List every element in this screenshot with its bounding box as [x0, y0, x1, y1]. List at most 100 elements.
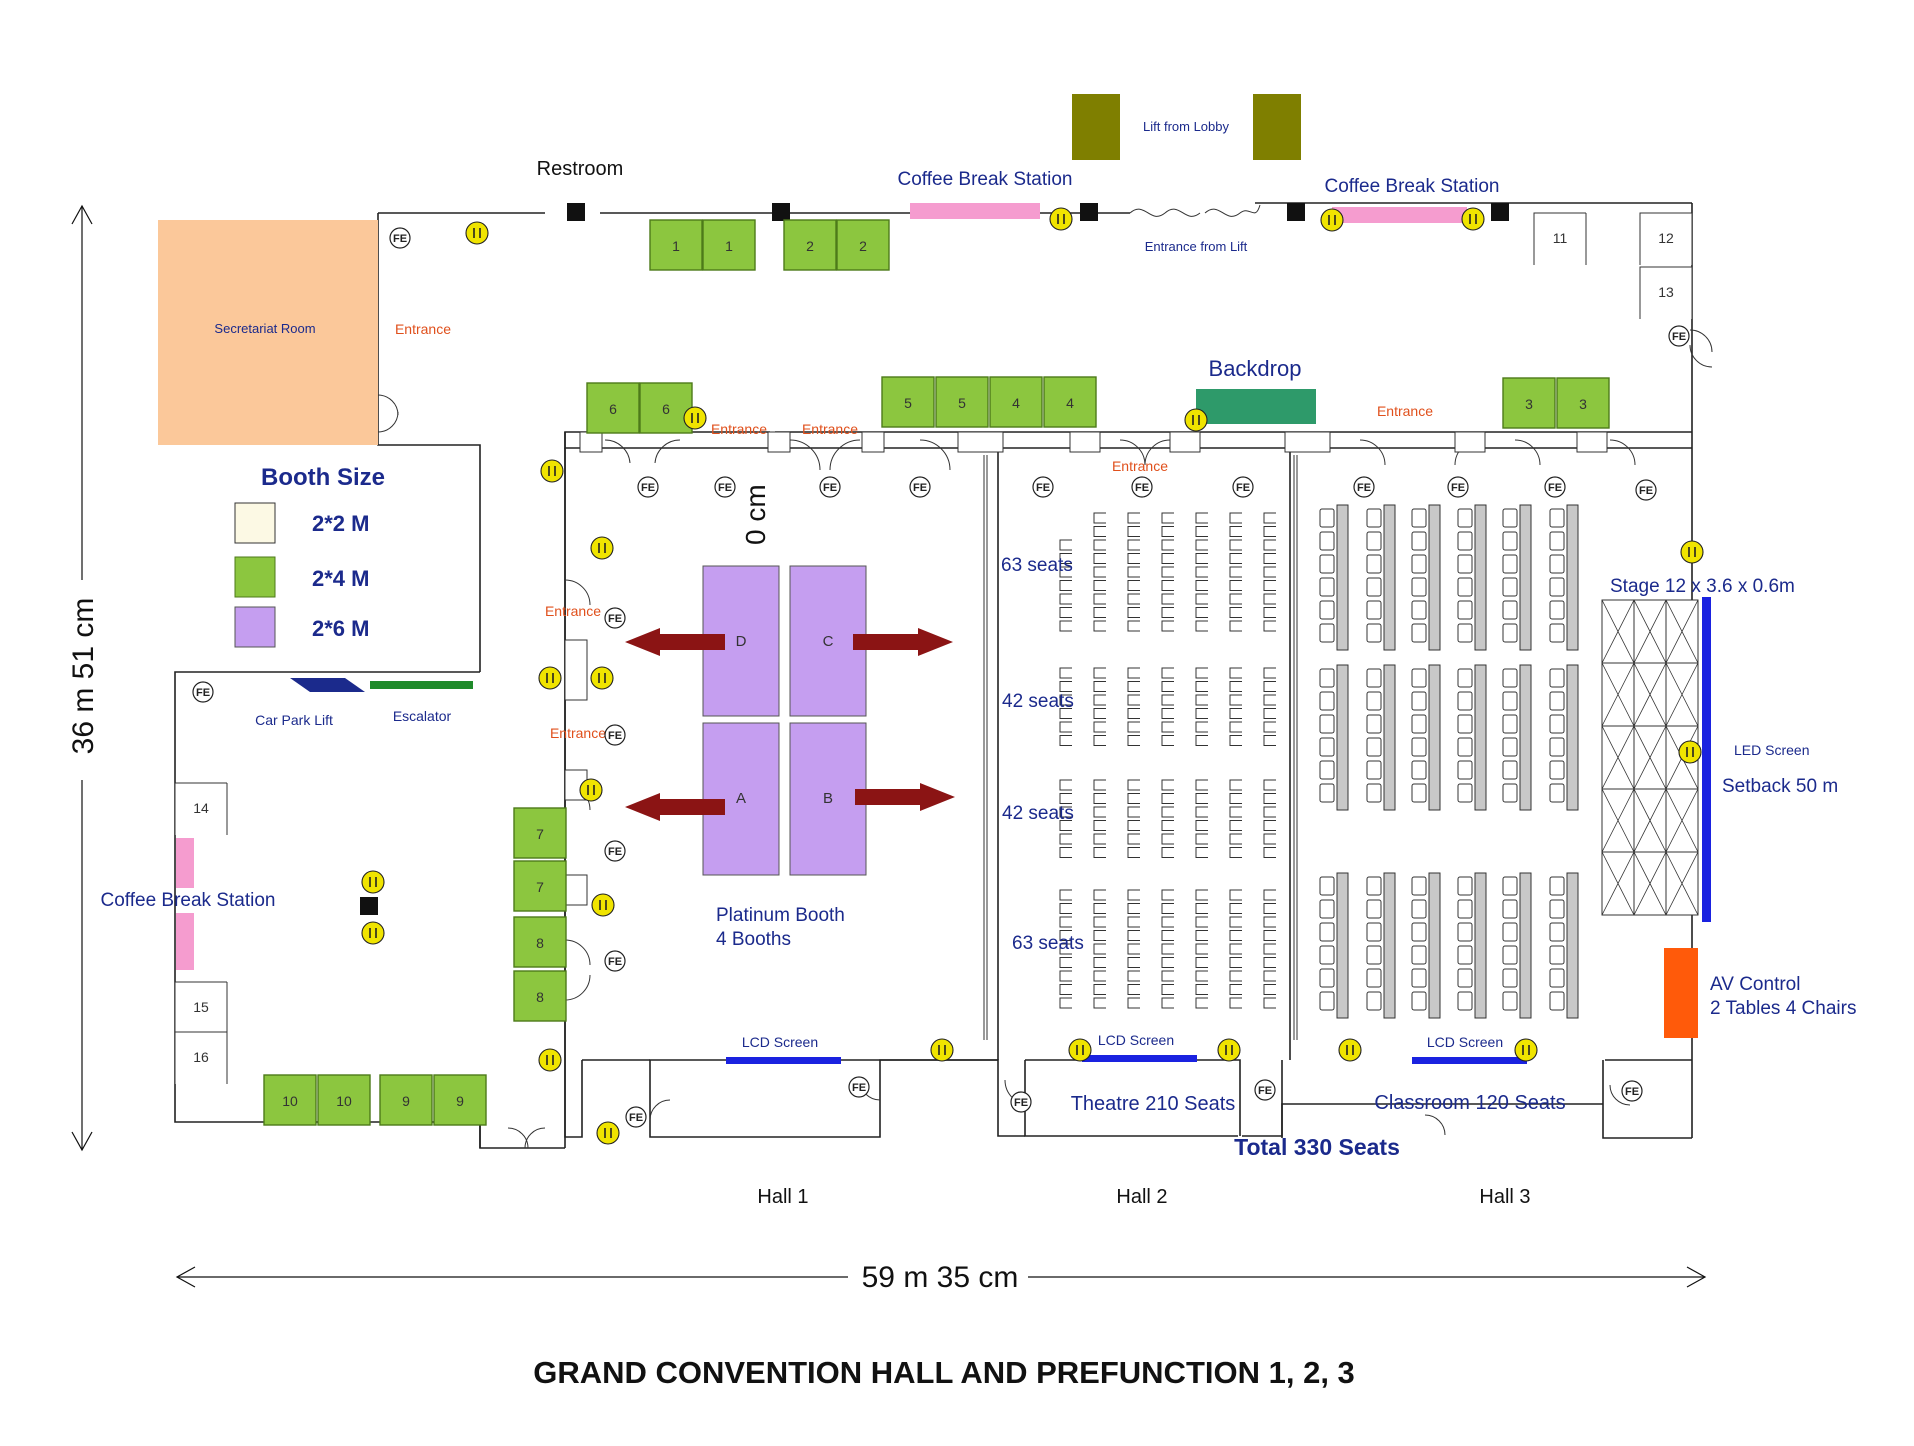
classroom-chair: [1502, 600, 1518, 620]
classroom-chair: [1366, 668, 1382, 688]
fire-extinguisher-label: FE: [1135, 482, 1149, 494]
theatre-seat: [1093, 793, 1106, 804]
lift-left: [1072, 94, 1120, 160]
theatre-seat: [1093, 957, 1106, 968]
classroom-chair: [1502, 531, 1518, 551]
theatre-seat: [1161, 779, 1174, 791]
theatre-seat: [1263, 779, 1276, 791]
classroom-chair: [1411, 668, 1427, 688]
power-outlet-icon: [1461, 207, 1485, 231]
classroom-chair: [1549, 991, 1565, 1011]
theatre-seat: [1229, 526, 1242, 537]
theatre-seat: [1059, 943, 1072, 955]
classroom-chair: [1319, 760, 1335, 780]
theatre-seat: [1127, 916, 1140, 928]
booth-number: 5: [958, 395, 966, 411]
coffee-station-top-2: [1332, 207, 1467, 223]
theatre-seat: [1229, 970, 1242, 982]
classroom-table: [1519, 664, 1532, 811]
power-outlet-icon: [930, 1038, 954, 1062]
theatre-seat: [1093, 512, 1106, 524]
theatre-seat: [1161, 903, 1174, 914]
theatre-seat: [1263, 620, 1276, 632]
booth-number: 3: [1579, 396, 1587, 412]
lcd-screen-hall1: [726, 1057, 841, 1064]
theatre-seat: [1127, 566, 1140, 578]
classroom-chair: [1549, 531, 1565, 551]
classroom-chair: [1549, 783, 1565, 803]
platinum-booths: D C A B: [702, 565, 867, 876]
fire-extinguisher-label: FE: [1357, 482, 1371, 494]
led-screen-label: LED Screen: [1734, 742, 1809, 758]
theatre-seat: [1093, 593, 1106, 605]
classroom-chair: [1366, 783, 1382, 803]
theatre-seat: [1059, 593, 1072, 605]
theatre-seat: [1229, 580, 1242, 591]
theatre-seat: [1059, 916, 1072, 928]
booth-number: 8: [536, 935, 544, 951]
booth-number: 2: [859, 238, 867, 254]
fire-extinguisher-label: FE: [823, 482, 837, 494]
classroom-chair: [1411, 876, 1427, 896]
classroom-table: [1383, 504, 1396, 651]
av-control-label-2: 2 Tables 4 Chairs: [1710, 998, 1856, 1019]
booth-2x4-5: 5: [935, 376, 989, 428]
power-outlet-icon: [538, 1048, 562, 1072]
classroom-chair: [1457, 760, 1473, 780]
theatre-seat: [1195, 512, 1208, 524]
classroom-chair: [1549, 668, 1565, 688]
classroom-chair: [1319, 668, 1335, 688]
theatre-seat: [1263, 970, 1276, 982]
booth-number: 15: [193, 999, 209, 1015]
lift-right: [1253, 94, 1301, 160]
theatre-seat: [1161, 681, 1174, 692]
fire-extinguisher-icon: FE: [604, 950, 626, 972]
theatre-seat: [1161, 566, 1174, 578]
classroom-chair: [1411, 623, 1427, 643]
classroom-chair: [1366, 577, 1382, 597]
booth-2x2-15: 15: [174, 981, 228, 1035]
booth-2x4-2: 2: [783, 219, 837, 271]
arrow-right-upper: [853, 628, 953, 656]
theatre-seat: [1059, 708, 1072, 719]
power-outlet-icon: [1068, 1038, 1092, 1062]
classroom-chair: [1411, 600, 1427, 620]
classroom-table: [1519, 504, 1532, 651]
coffee-station-left-a: [176, 838, 194, 888]
theatre-seat: [1229, 820, 1242, 831]
classroom-chair: [1411, 737, 1427, 757]
theatre-seat: [1161, 930, 1174, 941]
hall-3-label: Hall 3: [1479, 1186, 1530, 1208]
classroom-table: [1383, 664, 1396, 811]
theatre-seat: [1161, 847, 1174, 858]
classroom-chair: [1366, 737, 1382, 757]
theatre-seat: [1093, 943, 1106, 955]
theatre-seat: [1059, 667, 1072, 679]
power-outlet-icon: [1049, 207, 1073, 231]
car-park-lift-label: Car Park Lift: [255, 712, 333, 728]
classroom-chair: [1411, 714, 1427, 734]
lcd-screen-hall3-label: LCD Screen: [1427, 1034, 1503, 1050]
classroom-chair: [1457, 876, 1473, 896]
theatre-seat: [1229, 930, 1242, 941]
theatre-seat: [1229, 984, 1242, 995]
theatre-seat: [1059, 833, 1072, 845]
booth-number: 4: [1012, 395, 1020, 411]
theatre-seat: [1059, 566, 1072, 578]
fire-extinguisher-icon: FE: [1254, 1079, 1276, 1101]
setback-label: Setback 50 m: [1722, 776, 1838, 797]
classroom-chair: [1457, 783, 1473, 803]
fire-extinguisher-icon: FE: [1353, 476, 1375, 498]
theatre-seat: [1229, 806, 1242, 818]
coffee-station-top-1: [910, 203, 1040, 219]
theatre-seat: [1059, 847, 1072, 858]
fire-extinguisher-icon: FE: [1010, 1091, 1032, 1113]
theatre-seat: [1229, 847, 1242, 858]
power-outlet-icon: [538, 666, 562, 690]
lcd-screen-hall2: [1082, 1055, 1197, 1062]
booth-number: 6: [662, 401, 670, 417]
theatre-seat: [1229, 539, 1242, 551]
theatre-seat: [1093, 681, 1106, 692]
theatre-seat: [1127, 970, 1140, 982]
